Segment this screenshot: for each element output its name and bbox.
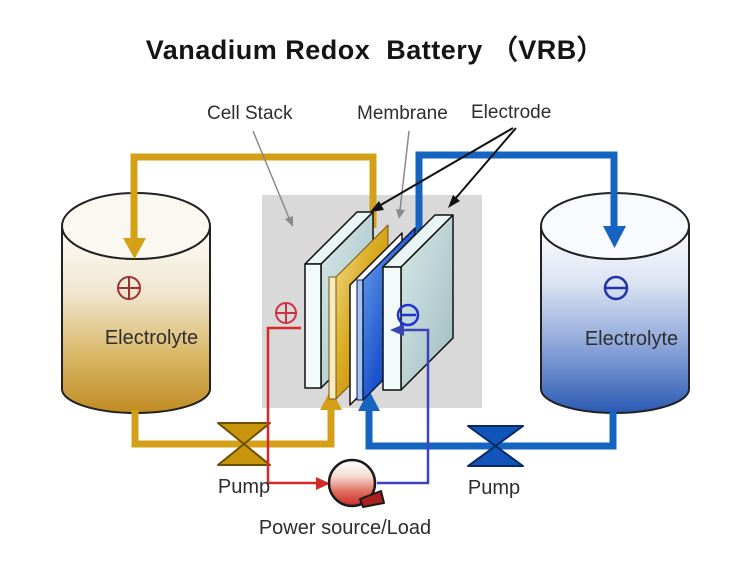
left-tank-label: Electrolyte bbox=[104, 327, 199, 349]
electrode-right-arrowhead-icon bbox=[448, 195, 460, 208]
cell-stack bbox=[304, 211, 454, 406]
left-pump-label: Pump bbox=[217, 476, 271, 498]
negative-wire bbox=[377, 303, 430, 485]
positive-wire bbox=[266, 302, 330, 490]
negative-loop-pipes bbox=[358, 151, 626, 450]
positive-pipe-top bbox=[130, 153, 377, 242]
negative-pipe-top bbox=[415, 151, 618, 232]
electrode-left-arrowhead-icon bbox=[370, 201, 384, 212]
cell-stack-arrowhead-icon bbox=[285, 216, 293, 227]
membrane-arrowhead-icon bbox=[396, 209, 405, 219]
right-tank-negative-terminal-icon bbox=[603, 275, 629, 301]
negative-pipe-cell-arrow-icon bbox=[358, 390, 380, 411]
diagram-title: Vanadium Redox Battery （VRB） bbox=[145, 35, 605, 65]
electrode-arrow-right bbox=[454, 127, 517, 200]
cell-stack-arrow bbox=[252, 130, 290, 219]
positive-wire-arrow-icon bbox=[316, 477, 330, 490]
negative-pipe-tank-arrow-icon bbox=[603, 226, 626, 248]
electrode-label: Electrode bbox=[471, 102, 552, 123]
right-electrode-plate bbox=[382, 214, 454, 391]
power-source-icon bbox=[327, 458, 385, 508]
positive-pipe-bottom bbox=[131, 408, 335, 448]
positive-pipe-tank-arrow-icon bbox=[123, 238, 146, 259]
cell-negative-terminal-icon bbox=[396, 303, 420, 327]
electrode-arrow-left bbox=[378, 127, 514, 207]
cell-positive-terminal-icon bbox=[275, 302, 297, 324]
right-pump-icon bbox=[467, 425, 524, 467]
right-pump-label: Pump bbox=[467, 477, 521, 499]
left-tank-positive-terminal-icon bbox=[117, 276, 141, 300]
power-source-label: Power source/Load bbox=[258, 517, 432, 539]
annotation-arrows bbox=[252, 127, 517, 227]
membrane-arrow bbox=[399, 130, 410, 211]
membrane-label: Membrane bbox=[357, 103, 448, 124]
left-pump-icon bbox=[217, 422, 271, 466]
negative-pipe-bottom bbox=[365, 410, 617, 450]
right-tank-label: Electrolyte bbox=[584, 328, 679, 350]
cell-stack-label: Cell Stack bbox=[207, 103, 293, 124]
negative-wire-arrow-icon bbox=[390, 324, 404, 336]
